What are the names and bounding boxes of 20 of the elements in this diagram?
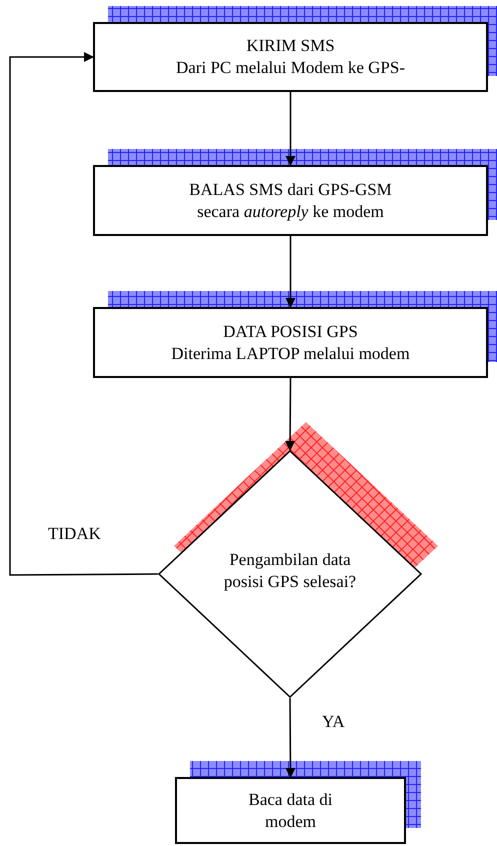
process-box: [93, 165, 488, 236]
box-text: BALAS SMS dari GPS-GSM: [189, 178, 392, 200]
decision-diamond: [158, 450, 422, 698]
arrow: [286, 236, 296, 308]
box-text: Diterima LAPTOP melalui modem: [171, 342, 410, 364]
box-text: Dari PC melalui Modem ke GPS-: [176, 57, 405, 79]
arrow: [9, 52, 158, 576]
edge-label: YA: [322, 713, 345, 730]
arrow: [285, 378, 296, 451]
decision-text: Pengambilan data posisi GPS selesai?: [222, 549, 358, 593]
process-box: [93, 22, 488, 92]
box-text: Baca data di modem: [247, 788, 334, 832]
box-text: secara autoreply ke modem: [197, 200, 384, 222]
arrow: [285, 698, 296, 778]
arrow: [286, 92, 296, 166]
box-text: DATA POSISI GPS: [223, 320, 358, 342]
box-text: KIRIM SMS: [246, 35, 335, 57]
edge-label: TIDAK: [48, 525, 101, 542]
process-box: [175, 777, 406, 844]
process-box: [93, 307, 488, 378]
